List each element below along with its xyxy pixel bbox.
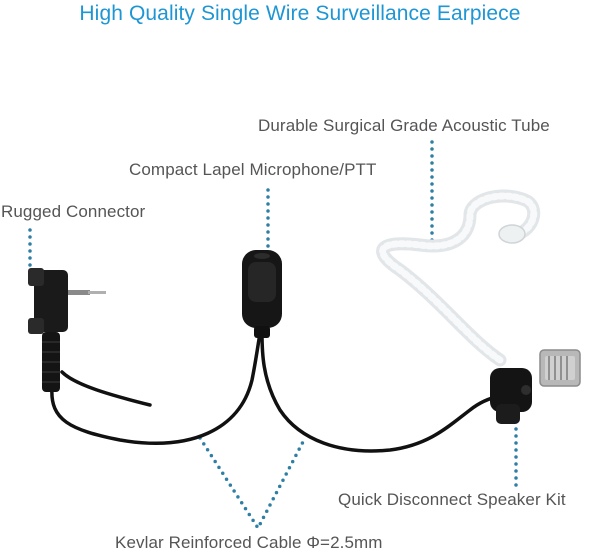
kevlar-cable-label: Kevlar Reinforced Cable Φ=2.5mm (115, 533, 383, 552)
quick-disconnect-speaker (490, 368, 532, 424)
metal-clothing-clip (539, 349, 581, 387)
cable-leader (198, 436, 307, 532)
lapel-microphone (242, 250, 282, 338)
acoustic-tube-label: Durable Surgical Grade Acoustic Tube (258, 116, 550, 135)
page-title: High Quality Single Wire Surveillance Ea… (79, 2, 521, 25)
callout-leader-lines (28, 140, 518, 532)
lapel-microphone-label: Compact Lapel Microphone/PTT (129, 160, 377, 179)
rugged-connector-label: Rugged Connector (1, 202, 146, 221)
acoustic-tube (376, 189, 541, 367)
rugged-connector (28, 268, 106, 392)
kevlar-cable (50, 331, 502, 453)
quick-disconnect-label: Quick Disconnect Speaker Kit (338, 490, 566, 509)
